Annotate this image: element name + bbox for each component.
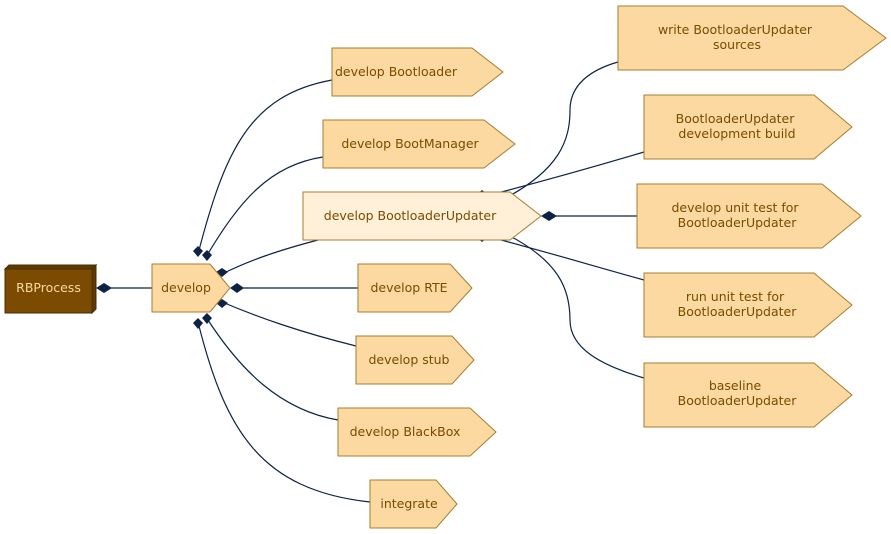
node-write-sources-shape <box>617 5 887 71</box>
node-develop-stub-label: develop stub <box>368 352 449 367</box>
root-box-front <box>4 268 93 314</box>
edge-develop-blackbox <box>205 316 339 421</box>
node-develop-bootloader-shape <box>331 47 504 97</box>
node-dev-build-label: BootloaderUpdater development build <box>676 111 799 141</box>
edge-develop-stub <box>221 301 357 347</box>
node-develop-shape <box>151 263 231 313</box>
edge-develop-bootloaderupdater <box>221 239 319 275</box>
diamond-develop-4 <box>230 283 244 293</box>
node-run-unit-test-line2: BootloaderUpdater <box>678 304 798 319</box>
node-develop-blackbox-shape <box>337 407 497 457</box>
node-develop-bootloader[interactable]: develop Bootloader <box>331 47 504 97</box>
root-box-side <box>91 263 97 315</box>
node-dev-build[interactable]: BootloaderUpdater development build <box>643 94 853 160</box>
node-integrate-shape <box>369 479 458 529</box>
diamond-root <box>96 283 112 293</box>
node-develop-unit-test-label: develop unit test for BootloaderUpdater <box>671 200 802 230</box>
node-baseline[interactable]: baseline BootloaderUpdater <box>643 362 853 428</box>
root-box-top <box>3 264 98 270</box>
node-write-sources[interactable]: write BootloaderUpdater sources <box>617 5 887 71</box>
node-develop-label: develop <box>161 280 211 295</box>
node-write-sources-label: write BootloaderUpdater sources <box>658 22 816 52</box>
root-label: RBProcess <box>16 280 81 295</box>
node-dev-build-shape <box>643 94 853 160</box>
edge-bu-dev-build <box>485 151 645 197</box>
node-dev-build-line1: BootloaderUpdater <box>676 111 796 126</box>
node-run-unit-test-label: run unit test for BootloaderUpdater <box>678 289 798 319</box>
root-node[interactable]: RBProcess <box>3 263 98 315</box>
edges <box>104 61 645 503</box>
node-baseline-line1: baseline <box>709 378 762 393</box>
node-write-sources-line1: write BootloaderUpdater <box>658 22 813 37</box>
edge-bu-baseline <box>501 231 645 379</box>
node-develop-bootloaderupdater-label: develop BootloaderUpdater <box>324 208 497 223</box>
node-write-sources-line2: sources <box>713 37 761 52</box>
node-develop-bootloaderupdater-shape <box>302 191 542 241</box>
node-baseline-label: baseline BootloaderUpdater <box>678 378 798 408</box>
node-develop-stub-shape <box>355 335 475 385</box>
node-develop-bootmanager-shape <box>322 119 516 169</box>
diamond-develop-3 <box>216 268 228 277</box>
node-develop-rte-shape <box>357 263 473 313</box>
node-integrate-label: integrate <box>380 496 438 511</box>
edge-develop-integrate <box>197 321 371 503</box>
diamond-develop-7 <box>193 318 203 329</box>
node-baseline-line2: BootloaderUpdater <box>678 393 798 408</box>
node-develop-rte[interactable]: develop RTE <box>357 263 473 313</box>
node-develop-unit-test-line2: BootloaderUpdater <box>678 215 798 230</box>
edge-develop-bootmanager <box>205 156 324 258</box>
node-integrate[interactable]: integrate <box>369 479 458 529</box>
node-develop-unit-test-line1: develop unit test for <box>671 200 799 215</box>
node-develop-rte-label: develop RTE <box>370 280 447 295</box>
diamond-bu-3 <box>541 211 557 221</box>
node-develop-unit-test[interactable]: develop unit test for BootloaderUpdater <box>636 183 862 249</box>
node-develop-stub[interactable]: develop stub <box>355 335 475 385</box>
node-develop-bootloader-label: develop Bootloader <box>335 64 458 79</box>
node-develop-bootmanager-label: develop BootManager <box>341 136 479 151</box>
diamond-develop-1 <box>193 246 203 257</box>
node-run-unit-test[interactable]: run unit test for BootloaderUpdater <box>643 272 853 338</box>
node-develop-blackbox-label: develop BlackBox <box>350 424 461 439</box>
node-develop-bootmanager[interactable]: develop BootManager <box>322 119 516 169</box>
node-run-unit-test-shape <box>643 272 853 338</box>
node-baseline-shape <box>643 362 853 428</box>
node-develop-unit-test-shape <box>636 183 862 249</box>
diamond-develop-6 <box>202 313 212 324</box>
node-run-unit-test-line1: run unit test for <box>686 289 785 304</box>
edge-develop-bootloader <box>197 79 333 255</box>
node-develop-bootloaderupdater[interactable]: develop BootloaderUpdater <box>302 191 542 241</box>
diamond-develop-2 <box>202 250 212 261</box>
node-develop[interactable]: develop <box>151 263 231 313</box>
node-develop-blackbox[interactable]: develop BlackBox <box>337 407 497 457</box>
edge-bu-write-sources <box>501 61 619 201</box>
edge-bu-run-test <box>485 235 645 281</box>
node-dev-build-line2: development build <box>678 126 795 141</box>
